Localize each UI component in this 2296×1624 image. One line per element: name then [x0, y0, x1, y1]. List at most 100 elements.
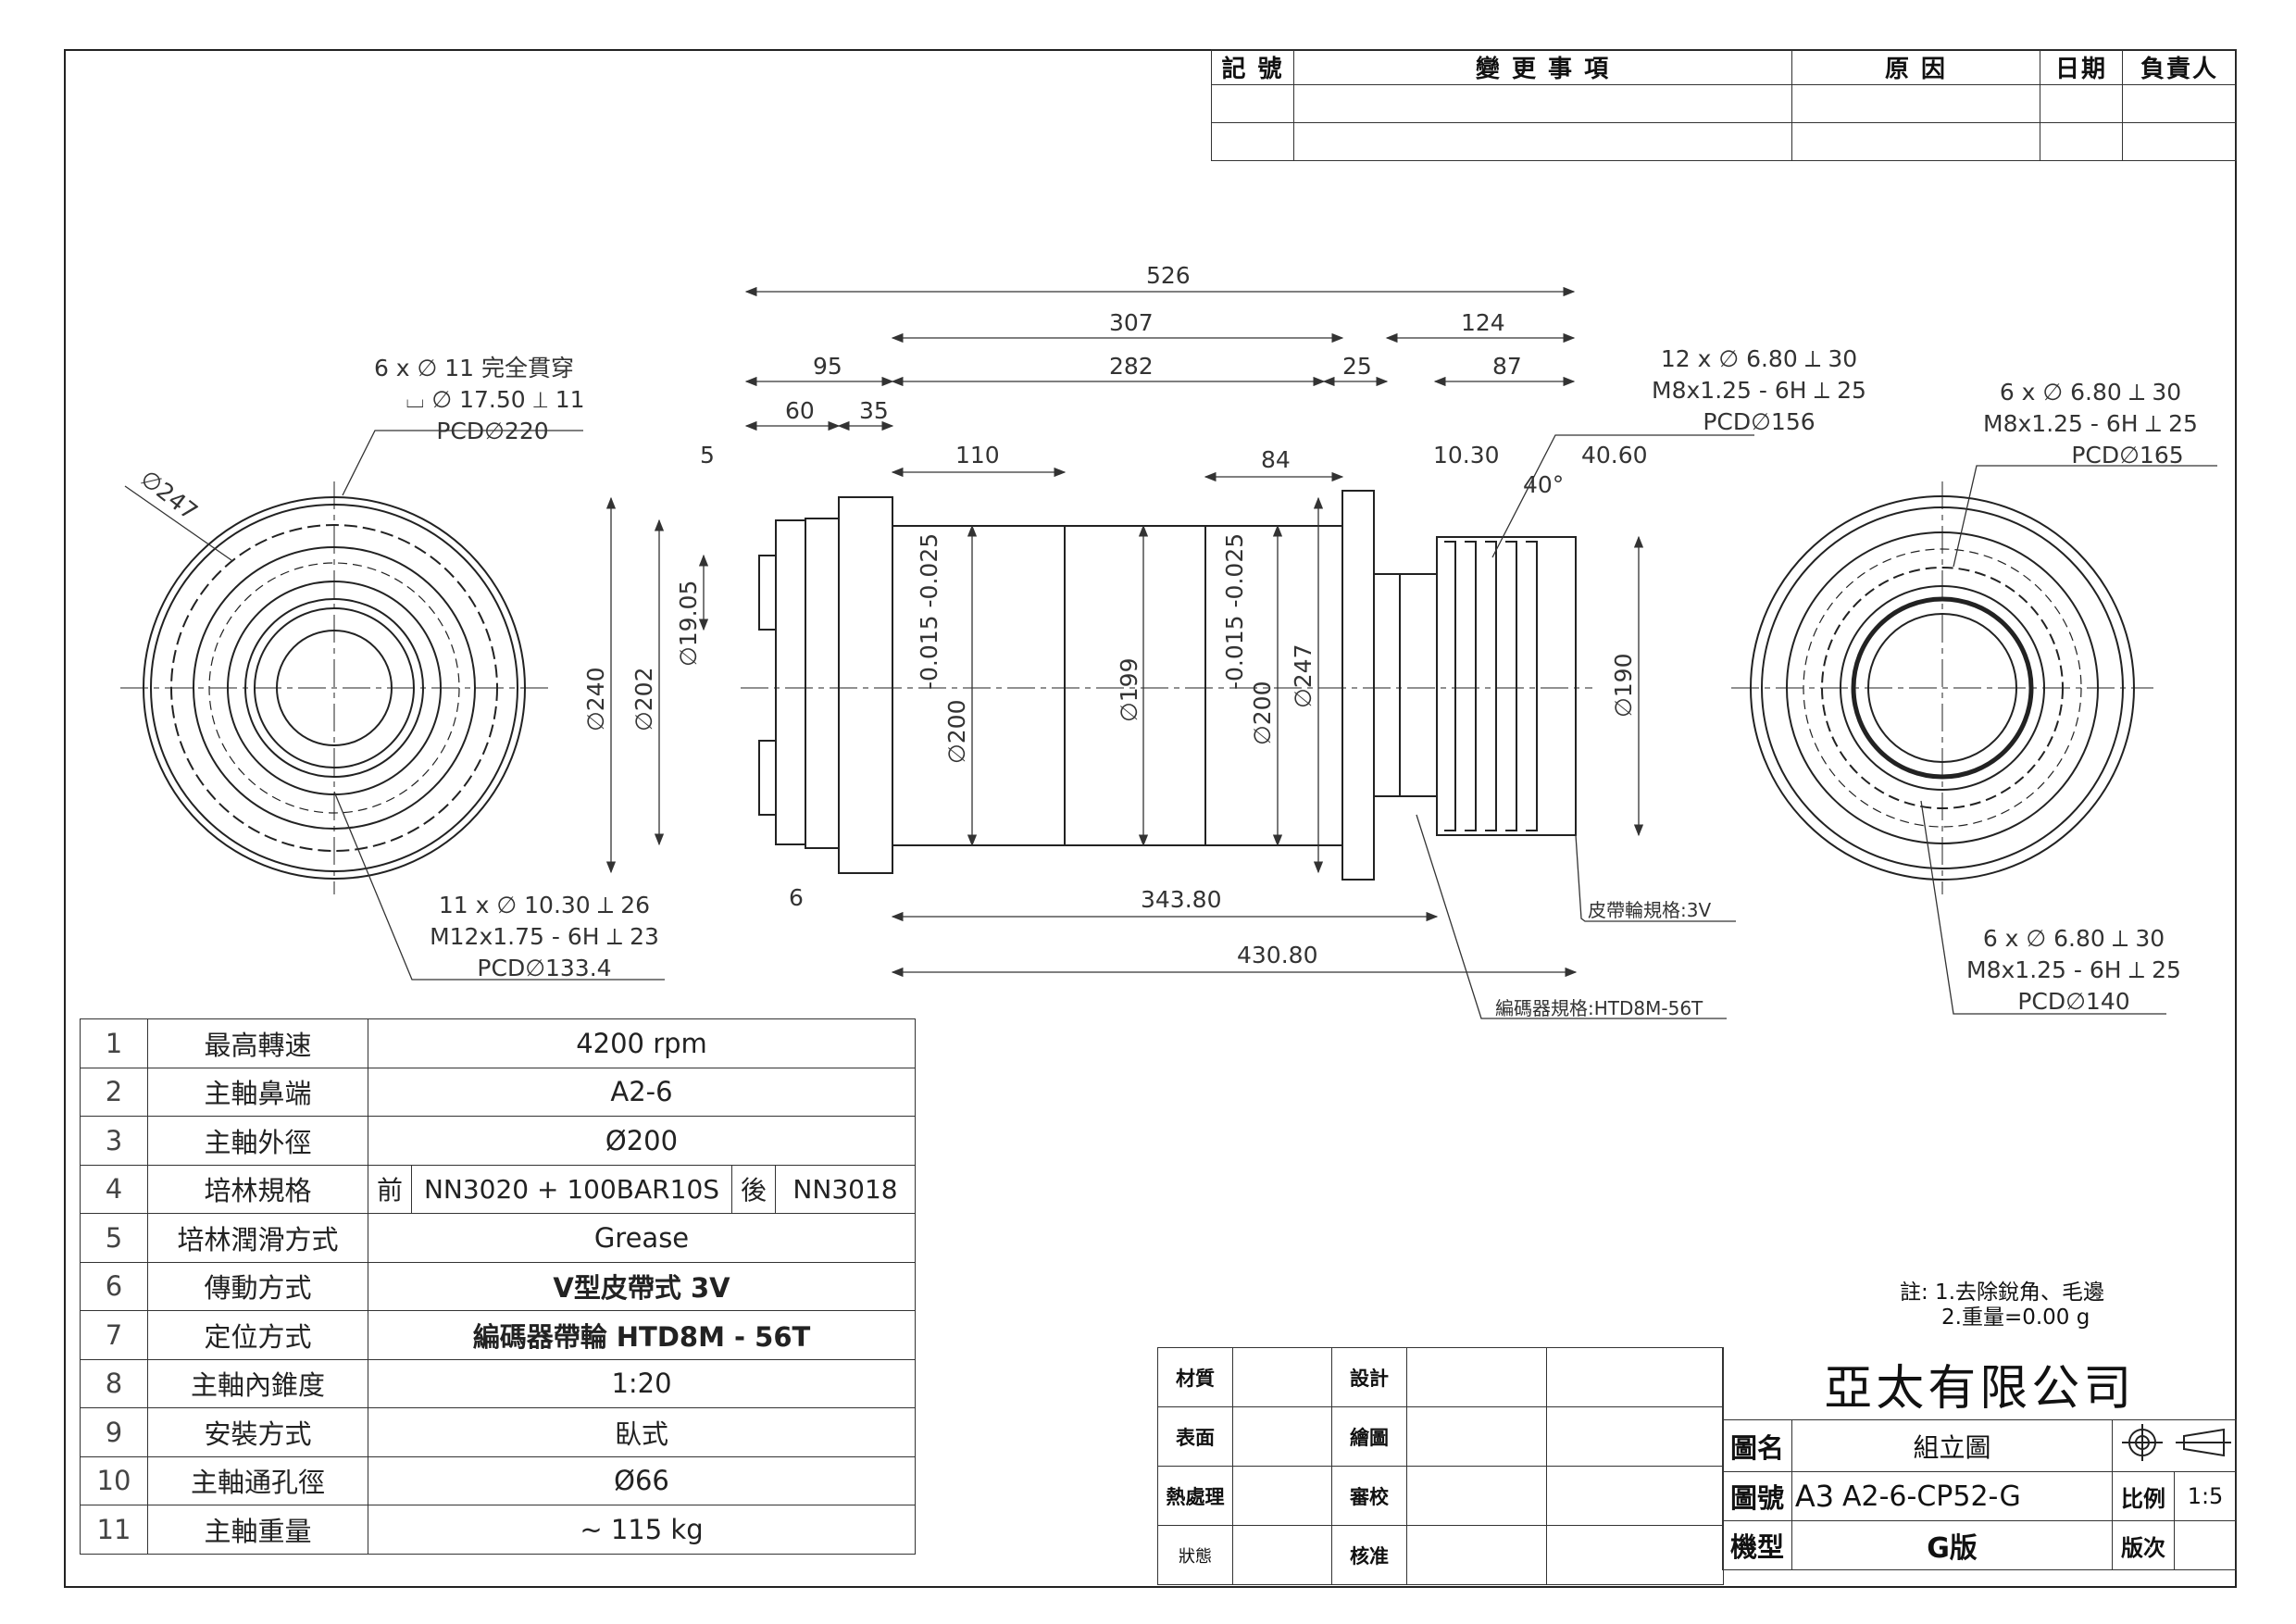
spec-num: 3 [80, 1116, 148, 1166]
title-block-main: 亞太有限公司 圖名 組立圖 圖號 A3 A2-6-CP52-G 比例 1:5 機… [1722, 1347, 2237, 1570]
callout-right-top-1: 6 x ∅ 6.80 ⟂ 30 [2000, 379, 2181, 406]
spec-key: 主軸重量 [147, 1505, 368, 1555]
dim-dia-202: ∅202 [630, 668, 657, 732]
dim-tol-200a: -0.015 -0.025 [916, 533, 942, 690]
callout-right-bottom-1: 6 x ∅ 6.80 ⟂ 30 [1983, 925, 2165, 952]
dim-60: 60 [785, 397, 815, 424]
rev-header-change: 變 更 事 項 [1293, 49, 1792, 85]
tb-cell [1406, 1347, 1547, 1407]
dim-110: 110 [955, 442, 1000, 468]
tb-size: A3 [1791, 1471, 1837, 1521]
dim-5: 5 [700, 442, 715, 468]
callout-right-bottom-3: PCD∅140 [2017, 988, 2129, 1015]
spec-value: 1:20 [368, 1358, 916, 1408]
rev-header-reason: 原 因 [1791, 49, 2040, 85]
dim-40-60: 40.60 [1581, 442, 1648, 468]
spec-num: 4 [80, 1164, 148, 1214]
dim-dia-247: ∅247 [1290, 644, 1316, 709]
drawing-frame [64, 49, 2237, 1588]
tb-state-label: 狀態 [1157, 1525, 1233, 1585]
tb-scale-label: 比例 [2112, 1471, 2175, 1521]
tb-review-label: 審校 [1331, 1466, 1407, 1526]
encoder-label: 編碼器規格:HTD8M-56T [1495, 997, 1703, 1019]
dim-dia-190: ∅190 [1610, 654, 1637, 718]
tb-version-label: 版次 [2112, 1520, 2175, 1570]
spec-value: V型皮帶式 3V [368, 1261, 916, 1311]
dim-124: 124 [1461, 309, 1505, 336]
callout-mid-top-1: 12 x ∅ 6.80 ⟂ 30 [1661, 345, 1857, 372]
dim-dia-240: ∅240 [582, 668, 609, 732]
dim-343-80: 343.80 [1141, 886, 1221, 913]
dim-6: 6 [789, 884, 804, 911]
tb-cell [1232, 1466, 1332, 1526]
tb-model: G版 [1791, 1520, 2113, 1570]
dim-35: 35 [859, 397, 889, 424]
rev-cell [1293, 122, 1792, 161]
right-end-view [1731, 481, 2153, 894]
dim-282: 282 [1109, 353, 1154, 380]
callouts: 6 x ∅ 11 完全貫穿 ⌴ ∅ 17.50 ⟂ 11 PCD∅220 11 … [374, 345, 2198, 1015]
spec-num: 5 [80, 1213, 148, 1263]
spec-num: 1 [80, 1018, 148, 1068]
side-view [741, 490, 1592, 881]
tb-cell [1232, 1347, 1332, 1407]
spec-num: 7 [80, 1310, 148, 1360]
callout-left-bottom-3: PCD∅133.4 [477, 955, 611, 981]
spec-rear-value: NN3018 [775, 1164, 916, 1214]
revision-table: 記 號 變 更 事 項 原 因 日期 負責人 [1211, 49, 2237, 161]
spec-value: Grease [368, 1213, 916, 1263]
spec-key: 定位方式 [147, 1310, 368, 1360]
company-name: 亞太有限公司 [1722, 1347, 2237, 1420]
tb-surface-label: 表面 [1157, 1406, 1233, 1467]
dim-95: 95 [813, 353, 842, 380]
spec-front-value: NN3020 + 100BAR10S [411, 1164, 732, 1214]
spec-value: Ø66 [368, 1455, 916, 1505]
spec-key: 主軸通孔徑 [147, 1455, 368, 1505]
tb-design-label: 設計 [1331, 1347, 1407, 1407]
callout-left-top-1: 6 x ∅ 11 完全貫穿 [374, 355, 574, 381]
callout-right-top-3: PCD∅165 [2071, 442, 2183, 468]
callout-left-bottom-2: M12x1.75 - 6H ⟂ 23 [430, 923, 659, 950]
spec-num: 9 [80, 1407, 148, 1457]
tb-model-label: 機型 [1722, 1520, 1792, 1570]
spec-value: 4200 rpm [368, 1018, 916, 1068]
rev-header-date: 日期 [2040, 49, 2123, 85]
tb-number-label: 圖號 [1722, 1471, 1792, 1521]
dim-25: 25 [1342, 353, 1372, 380]
spec-num: 8 [80, 1358, 148, 1408]
left-end-view [120, 481, 548, 894]
spec-key: 最高轉速 [147, 1018, 368, 1068]
tb-cell [1406, 1406, 1547, 1467]
tb-cell [1406, 1525, 1547, 1585]
note-2: 2.重量=0.00 g [1941, 1305, 2090, 1330]
callout-mid-top-3: PCD∅156 [1703, 408, 1815, 435]
dim-84: 84 [1261, 446, 1291, 473]
dim-10-30: 10.30 [1433, 442, 1500, 468]
spec-key: 主軸外徑 [147, 1116, 368, 1166]
tb-cell [1232, 1525, 1332, 1585]
callout-mid-top-2: M8x1.25 - 6H ⟂ 25 [1652, 377, 1866, 404]
dim-dia-199: ∅199 [1116, 658, 1142, 723]
tb-cell [1406, 1466, 1547, 1526]
tb-cell [1546, 1466, 1724, 1526]
dim-87: 87 [1492, 353, 1522, 380]
spec-num: 2 [80, 1067, 148, 1117]
tb-scale: 1:5 [2174, 1471, 2237, 1521]
rev-header-owner: 負責人 [2122, 49, 2237, 85]
spec-value: A2-6 [368, 1067, 916, 1117]
dim-307: 307 [1109, 309, 1154, 336]
spec-rear-label: 後 [731, 1164, 776, 1214]
spec-key: 主軸鼻端 [147, 1067, 368, 1117]
tb-approve-label: 核准 [1331, 1525, 1407, 1585]
projection-symbol-icon [2112, 1419, 2237, 1472]
spec-num: 6 [80, 1261, 148, 1311]
spec-key: 主軸內錐度 [147, 1358, 368, 1408]
dim-dia-200a: ∅200 [943, 700, 970, 765]
spec-key: 培林規格 [147, 1164, 368, 1214]
tb-drawing-label: 繪圖 [1331, 1406, 1407, 1467]
tb-cell [1232, 1406, 1332, 1467]
notes: 註: 1.去除銳角、毛邊 2.重量=0.00 g [1900, 1280, 2104, 1330]
spec-num: 10 [80, 1455, 148, 1505]
